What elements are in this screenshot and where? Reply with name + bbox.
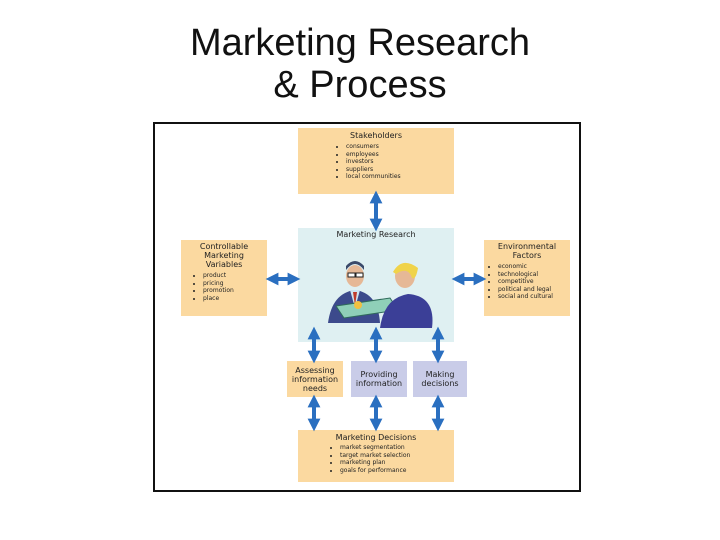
- controllable-variables-box: Controllable Marketing Variables product…: [181, 240, 267, 316]
- list-item: competitive: [498, 278, 570, 286]
- list-item: investors: [346, 158, 454, 166]
- controllable-heading: Controllable Marketing Variables: [199, 242, 249, 269]
- environmental-list: economic technological competitive polit…: [488, 263, 570, 301]
- list-item: economic: [498, 263, 570, 271]
- list-item: market segmentation: [340, 444, 454, 452]
- list-item: suppliers: [346, 166, 454, 174]
- making-decisions-box: Making decisions: [413, 361, 467, 397]
- assessing-label: Assessing information needs: [291, 365, 339, 393]
- list-item: political and legal: [498, 286, 570, 294]
- providing-label: Providing information: [355, 370, 403, 388]
- controllable-list: product pricing promotion place: [191, 272, 267, 302]
- list-item: goals for performance: [340, 467, 454, 475]
- environmental-heading: Environmental Factors: [497, 242, 557, 260]
- environmental-factors-box: Environmental Factors economic technolog…: [484, 240, 570, 316]
- making-label: Making decisions: [421, 370, 459, 388]
- assessing-info-needs-box: Assessing information needs: [287, 361, 343, 397]
- list-item: pricing: [203, 280, 267, 288]
- list-item: social and cultural: [498, 293, 570, 301]
- decisions-list: market segmentation target market select…: [328, 444, 454, 474]
- researchers-illustration: [328, 261, 433, 328]
- list-item: promotion: [203, 287, 267, 295]
- list-item: product: [203, 272, 267, 280]
- providing-info-box: Providing information: [351, 361, 407, 397]
- list-item: target market selection: [340, 452, 454, 460]
- slide-title-line-1: Marketing Research: [189, 22, 531, 64]
- stakeholders-list: consumers employees investors suppliers …: [334, 143, 454, 181]
- list-item: technological: [498, 271, 570, 279]
- list-item: local communities: [346, 173, 454, 181]
- list-item: consumers: [346, 143, 454, 151]
- list-item: place: [203, 295, 267, 303]
- marketing-research-panel: Marketing Research: [298, 228, 454, 342]
- marketing-research-heading: Marketing Research: [336, 230, 416, 239]
- list-item: employees: [346, 151, 454, 159]
- slide-title-line-2: & Process: [273, 64, 447, 106]
- marketing-decisions-box: Marketing Decisions market segmentation …: [298, 430, 454, 482]
- stakeholders-heading: Stakeholders: [349, 131, 403, 140]
- slide-title: Marketing Research & Process: [0, 22, 720, 106]
- list-item: marketing plan: [340, 459, 454, 467]
- decisions-heading: Marketing Decisions: [335, 433, 417, 442]
- stakeholders-box: Stakeholders consumers employees investo…: [298, 128, 454, 194]
